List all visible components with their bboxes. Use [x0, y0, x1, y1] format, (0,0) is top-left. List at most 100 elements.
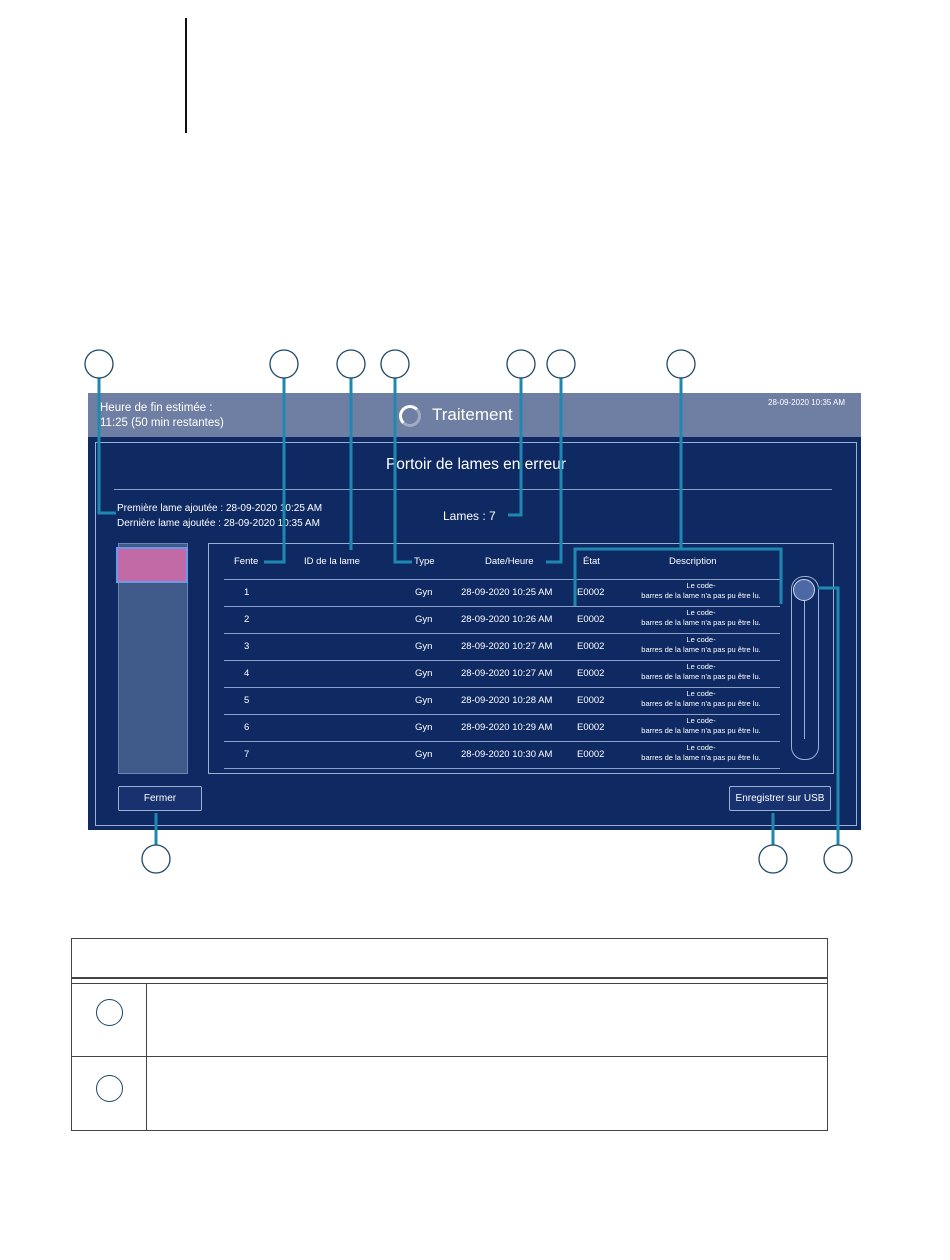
- instrument-screen: Heure de fin estimée : 11:25 (50 min res…: [88, 393, 861, 830]
- description-line: barres de la lame n'a pas pu être lu.: [641, 618, 761, 627]
- cell-type: Gyn: [415, 695, 433, 706]
- cell-datetime: 28-09-2020 10:27 AM: [461, 668, 553, 679]
- margin-rule: [185, 18, 187, 133]
- legend-column-divider: [146, 983, 147, 1131]
- description-line: Le code-: [686, 662, 716, 671]
- callout-circle: [666, 349, 696, 379]
- table-row[interactable]: 7 Gyn 28-09-2020 10:30 AM E0002 Le code-barr…: [224, 741, 780, 769]
- cell-type: Gyn: [415, 749, 433, 760]
- scrollbar-rail: [804, 599, 805, 739]
- cell-description: Le code-barres de la lame n'a pas pu êtr…: [616, 716, 786, 736]
- legend-header-row: [72, 939, 827, 979]
- cell-slot: 4: [244, 668, 250, 679]
- callout-circle: [269, 349, 299, 379]
- header-datetime: Date/Heure: [485, 556, 534, 567]
- cell-description: Le code-barres de la lame n'a pas pu êtr…: [616, 743, 786, 763]
- legend-callout-circle: [96, 1075, 123, 1102]
- cell-datetime: 28-09-2020 10:27 AM: [461, 641, 553, 652]
- callout-circle: [380, 349, 410, 379]
- header-description: Description: [669, 556, 717, 567]
- cell-description: Le code-barres de la lame n'a pas pu êtr…: [616, 608, 786, 628]
- table-row[interactable]: 4 Gyn 28-09-2020 10:27 AM E0002 Le code-barr…: [224, 660, 780, 687]
- callout-circle: [758, 844, 788, 874]
- callout-circle: [506, 349, 536, 379]
- header-slide-id: ID de la lame: [304, 556, 360, 567]
- cell-state: E0002: [577, 614, 605, 625]
- description-line: Le code-: [686, 608, 716, 617]
- cell-state: E0002: [577, 668, 605, 679]
- current-datetime: 28-09-2020 10:35 AM: [768, 398, 845, 407]
- cell-slot: 6: [244, 722, 250, 733]
- eta-value: 11:25 (50 min restantes): [100, 417, 224, 429]
- cell-state: E0002: [577, 695, 605, 706]
- cell-slot: 1: [244, 587, 250, 598]
- slides-table: Fente ID de la lame Type Date/Heure État…: [208, 543, 834, 774]
- cell-type: Gyn: [415, 587, 433, 598]
- rack-diagram: [116, 543, 188, 774]
- description-line: barres de la lame n'a pas pu être lu.: [641, 591, 761, 600]
- cell-description: Le code-barres de la lame n'a pas pu êtr…: [616, 581, 786, 601]
- callout-circle: [823, 844, 853, 874]
- error-rack-dialog: Portoir de lames en erreur Première lame…: [95, 442, 857, 826]
- cell-state: E0002: [577, 749, 605, 760]
- cell-slot: 3: [244, 641, 250, 652]
- cell-datetime: 28-09-2020 10:26 AM: [461, 614, 553, 625]
- loading-spinner-icon: [399, 405, 421, 427]
- cell-datetime: 28-09-2020 10:29 AM: [461, 722, 553, 733]
- callout-circle: [84, 349, 114, 379]
- dialog-title: Portoir de lames en erreur: [385, 456, 567, 473]
- cell-slot: 5: [244, 695, 250, 706]
- cell-slot: 7: [244, 749, 250, 760]
- last-slide-added: Dernière lame ajoutée : 28-09-2020 10:35…: [117, 518, 320, 529]
- table-row[interactable]: 3 Gyn 28-09-2020 10:27 AM E0002 Le code-barr…: [224, 633, 780, 660]
- close-button[interactable]: Fermer: [118, 786, 202, 811]
- description-line: barres de la lame n'a pas pu être lu.: [641, 672, 761, 681]
- table-row[interactable]: 6 Gyn 28-09-2020 10:29 AM E0002 Le code-barr…: [224, 714, 780, 741]
- description-line: barres de la lame n'a pas pu être lu.: [641, 645, 761, 654]
- table-row[interactable]: 2 Gyn 28-09-2020 10:26 AM E0002 Le code-barr…: [224, 606, 780, 633]
- scrollbar[interactable]: [791, 576, 819, 760]
- rack-slot-error: [116, 547, 188, 583]
- first-slide-added: Première lame ajoutée : 28-09-2020 10:25…: [117, 503, 323, 514]
- callout-circle: [141, 844, 171, 874]
- scrollbar-thumb[interactable]: [793, 579, 815, 601]
- callout-circle: [546, 349, 576, 379]
- description-line: barres de la lame n'a pas pu être lu.: [641, 699, 761, 708]
- table-row[interactable]: 1 Gyn 28-09-2020 10:25 AM E0002 Le code-barr…: [224, 579, 780, 606]
- legend-table: [71, 938, 828, 1131]
- cell-type: Gyn: [415, 722, 433, 733]
- legend-row: [72, 983, 827, 1057]
- app-title: Traitement: [432, 405, 513, 424]
- description-line: Le code-: [686, 581, 716, 590]
- save-to-usb-button[interactable]: Enregistrer sur USB: [729, 786, 831, 811]
- cell-description: Le code-barres de la lame n'a pas pu êtr…: [616, 689, 786, 709]
- cell-datetime: 28-09-2020 10:25 AM: [461, 587, 553, 598]
- cell-state: E0002: [577, 722, 605, 733]
- description-line: Le code-: [686, 635, 716, 644]
- status-bar: Heure de fin estimée : 11:25 (50 min res…: [88, 393, 861, 437]
- description-line: barres de la lame n'a pas pu être lu.: [641, 753, 761, 762]
- cell-state: E0002: [577, 587, 605, 598]
- header-state: État: [583, 556, 600, 567]
- cell-type: Gyn: [415, 614, 433, 625]
- cell-type: Gyn: [415, 668, 433, 679]
- cell-state: E0002: [577, 641, 605, 652]
- slides-count: Lames : 7: [443, 509, 496, 523]
- description-line: Le code-: [686, 689, 716, 698]
- cell-description: Le code-barres de la lame n'a pas pu êtr…: [616, 635, 786, 655]
- description-line: Le code-: [686, 716, 716, 725]
- cell-datetime: 28-09-2020 10:30 AM: [461, 749, 553, 760]
- legend-callout-circle: [96, 999, 123, 1026]
- divider: [114, 489, 832, 490]
- description-line: Le code-: [686, 743, 716, 752]
- header-slot: Fente: [234, 556, 259, 567]
- table-row[interactable]: 5 Gyn 28-09-2020 10:28 AM E0002 Le code-barr…: [224, 687, 780, 714]
- eta-label: Heure de fin estimée :: [100, 402, 213, 414]
- description-line: barres de la lame n'a pas pu être lu.: [641, 726, 761, 735]
- cell-description: Le code-barres de la lame n'a pas pu êtr…: [616, 662, 786, 682]
- cell-slot: 2: [244, 614, 250, 625]
- callout-circle: [336, 349, 366, 379]
- cell-type: Gyn: [415, 641, 433, 652]
- cell-datetime: 28-09-2020 10:28 AM: [461, 695, 553, 706]
